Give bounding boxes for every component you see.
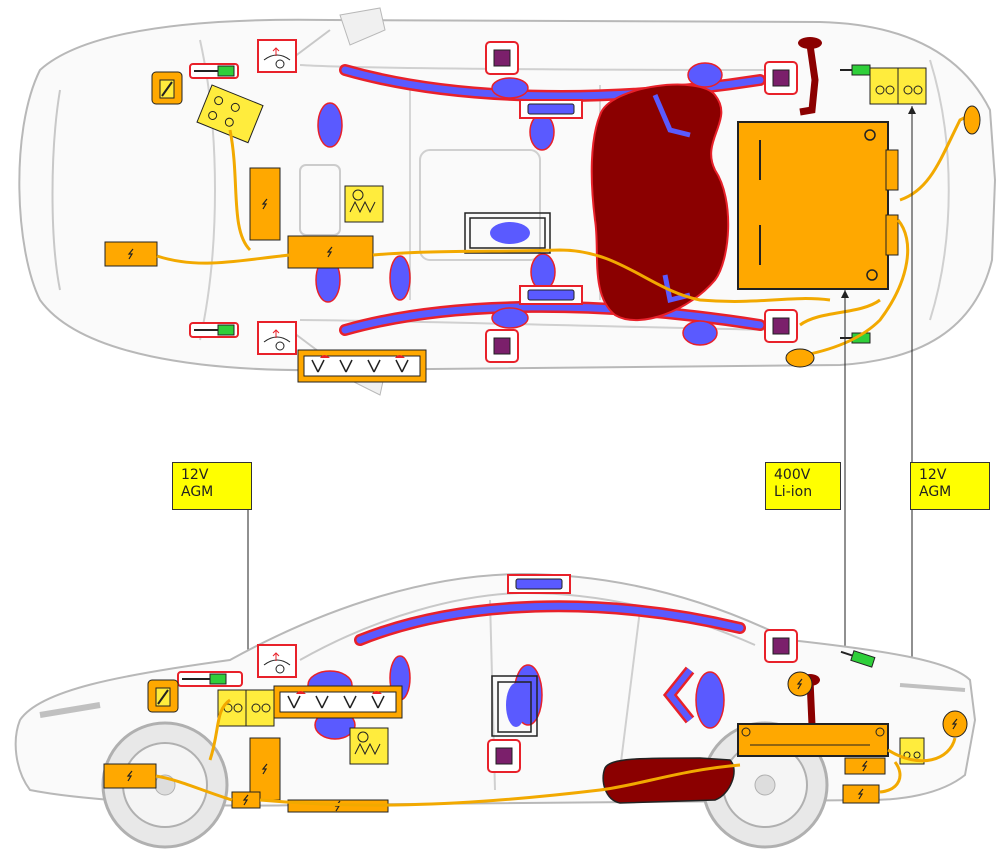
- seatbelt-pretensioner-strip-top: [297, 349, 427, 383]
- label-12v-agm-rear-line1: 12V: [919, 467, 947, 483]
- inflator-side: [507, 574, 571, 594]
- pretensioner-rear-right: [764, 309, 798, 343]
- label-12v-agm-rear-line2: AGM: [919, 484, 952, 500]
- airbag-rear-left: [687, 62, 723, 88]
- pretensioner-front-right: [485, 329, 519, 363]
- battery-12v-front-side: [217, 689, 275, 727]
- fuel-tank-side: [602, 757, 735, 804]
- airbag-center: [490, 222, 530, 244]
- gas-strut-rear-left: [840, 64, 871, 76]
- airbag-seat-right: [530, 253, 556, 291]
- pretensioner-side-rear: [764, 629, 798, 663]
- inflator-right: [519, 285, 583, 305]
- seatbelt-pretensioner-strip-side: [273, 685, 403, 719]
- gas-strut-front-right: [189, 322, 239, 338]
- label-12v-agm-front-line1: 12V: [181, 467, 209, 483]
- control-unit-top: [344, 185, 384, 223]
- control-unit-side: [349, 727, 389, 765]
- gas-strut-front-left: [189, 63, 239, 79]
- airbag-side-rear: [695, 671, 725, 729]
- hv-component-rear-small-top: [785, 348, 815, 368]
- top-view: [18, 7, 997, 396]
- label-400v-line2: Li-ion: [774, 484, 813, 500]
- hv-component-rear-tip-top: [963, 105, 981, 135]
- inflator-left: [519, 99, 583, 119]
- side-view: [14, 572, 977, 849]
- airbag-rear-right: [682, 320, 718, 346]
- hv-disconnect-icon-top: [151, 71, 183, 105]
- active-bonnet-icon-top-left: [257, 39, 297, 73]
- hv-battery-top: [737, 121, 899, 290]
- label-12v-agm-front: 12V AGM: [172, 462, 252, 510]
- active-bonnet-icon-top-right: [257, 321, 297, 355]
- front-wheel: [101, 721, 229, 849]
- gas-strut-side-rear: [840, 650, 876, 668]
- airbag-front-passenger: [317, 102, 343, 148]
- battery-12v-front-top: [196, 84, 264, 144]
- airbag-knee: [389, 255, 411, 301]
- airbag-seat-left: [529, 113, 555, 151]
- label-12v-agm-rear: 12V AGM: [910, 462, 990, 510]
- pretensioner-side-front: [487, 739, 521, 773]
- fuel-tank-top: [590, 83, 730, 322]
- label-12v-agm-front-line2: AGM: [181, 484, 214, 500]
- gas-strut-side-front: [177, 671, 243, 687]
- pretensioner-front-left: [485, 41, 519, 75]
- pretensioner-rear-left: [764, 61, 798, 95]
- airbag-side-front-right: [491, 307, 529, 329]
- label-400v-line1: 400V: [774, 467, 811, 483]
- hv-battery-side: [737, 723, 889, 757]
- hv-disconnect-icon-side: [147, 679, 179, 713]
- battery-12v-rear-top: [869, 67, 927, 105]
- active-bonnet-icon-side: [257, 644, 297, 678]
- airbag-side-front-left: [491, 77, 529, 99]
- label-400v-li-ion: 400V Li-ion: [765, 462, 841, 510]
